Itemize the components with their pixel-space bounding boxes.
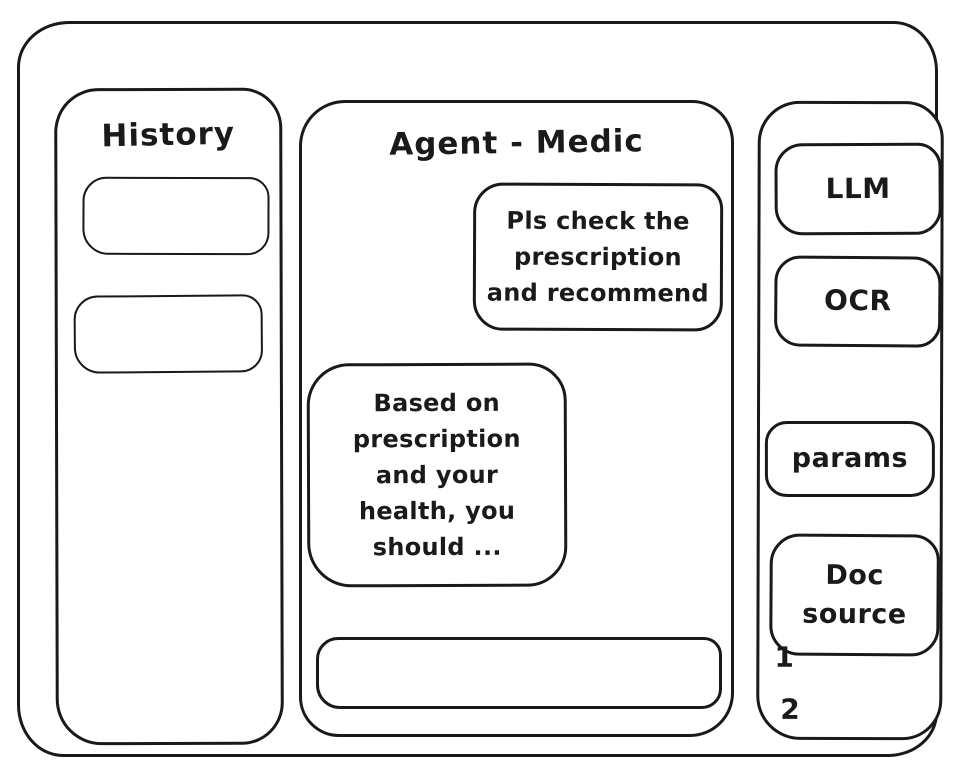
params-button[interactable]: params [764, 420, 935, 498]
user-message-bubble: Pls check the prescription and recommend [472, 182, 724, 332]
app-window-frame: History Agent - Medic Pls check the pres… [17, 21, 944, 757]
doc-source-item-2[interactable]: 2 [780, 692, 800, 726]
history-sidebar: History [54, 87, 284, 746]
assistant-message-bubble: Based on prescription and your health, y… [306, 362, 568, 588]
tools-sidebar: LLM OCR params Doc source 1 2 [756, 100, 944, 741]
llm-button[interactable]: LLM [774, 142, 942, 236]
ocr-button[interactable]: OCR [773, 255, 942, 348]
history-item[interactable] [82, 176, 270, 256]
history-item[interactable] [73, 294, 264, 374]
doc-source-button[interactable]: Doc source [769, 533, 940, 657]
history-title: History [101, 115, 236, 155]
chat-panel: Agent - Medic Pls check the prescription… [299, 100, 734, 737]
message-input[interactable] [316, 637, 722, 709]
doc-source-item-1[interactable]: 1 [774, 640, 794, 674]
chat-title: Agent - Medic [388, 123, 645, 163]
